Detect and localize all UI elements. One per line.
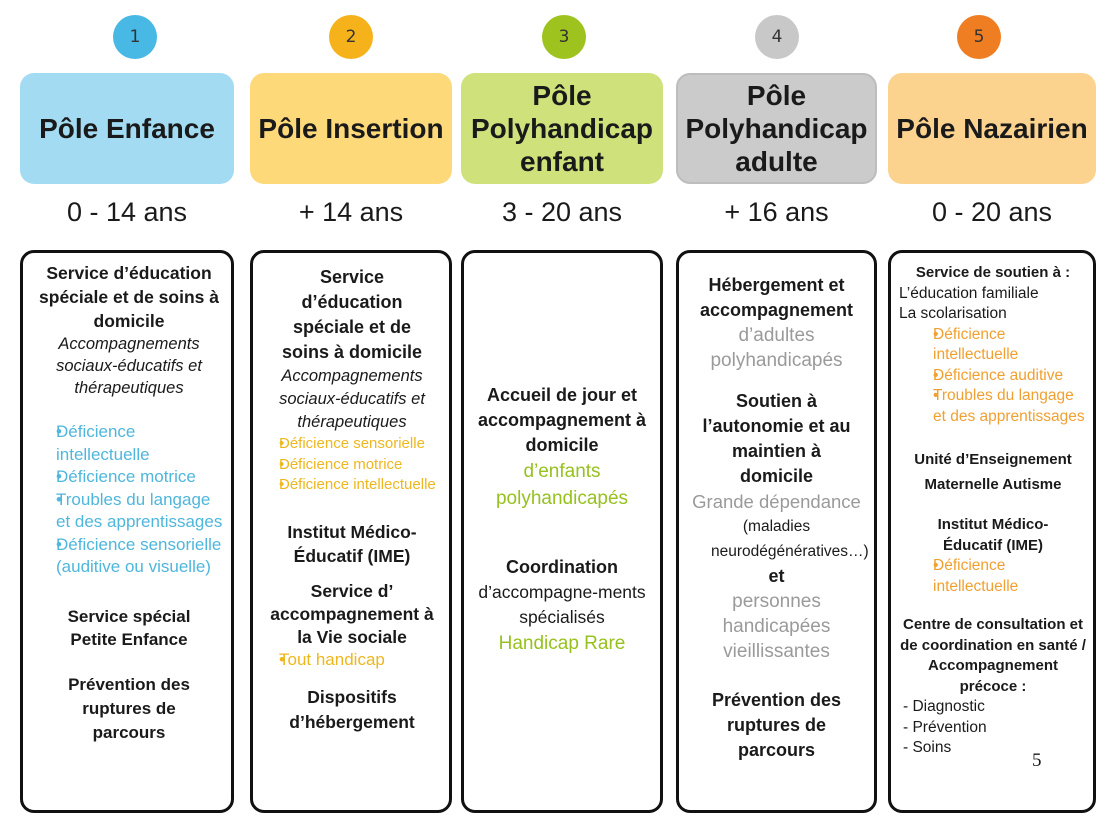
pole-nazairien-header: Pôle Nazairien	[888, 73, 1096, 184]
deficiences-list: Déficience intellectuelle Déficience aud…	[899, 325, 1087, 428]
step-badge-4: 4	[755, 15, 799, 59]
step-badge-2: 2	[329, 15, 373, 59]
pole-nazairien-age: 0 - 20 ans	[931, 197, 1053, 227]
pole-polyhandicap-enfant-age: 3 - 20 ans	[501, 197, 623, 227]
soutien-title: Soutien à l’autonomie et au maintien à d…	[702, 391, 851, 486]
handicap-rare: Handicap Rare	[498, 633, 626, 654]
list-item: Déficience motrice	[33, 466, 225, 489]
personnes-vieillissantes: personnes handicapées vieillissantes	[722, 591, 831, 662]
service-title: Service d’éducation spéciale et de soins…	[281, 267, 423, 362]
list-item: Déficience auditive	[899, 366, 1087, 387]
prevention: Prévention des ruptures de parcours	[68, 674, 190, 742]
pole-enfance-age: 0 - 14 ans	[66, 197, 188, 227]
centre-item: - Prévention	[903, 718, 987, 736]
pole-enfance-column: 1 Pôle Enfance 0 - 14 ans Service d’éduc…	[20, 0, 234, 822]
pole-polyhandicap-adulte-header: Pôle Polyhandicap adulte	[676, 73, 877, 184]
list-item: Tout handicap	[261, 649, 443, 671]
ime-title: Institut Médico-Éducatif (IME)	[287, 521, 417, 566]
list-item: Déficience intellectuelle	[261, 475, 443, 496]
et-connector: et	[768, 566, 785, 586]
centre-item: - Diagnostic	[903, 698, 985, 715]
soutien-item: La scolarisation	[899, 305, 1007, 322]
step-badge-5: 5	[957, 15, 1001, 59]
step-badge-3: 3	[542, 15, 586, 59]
pole-insertion-header: Pôle Insertion	[250, 73, 452, 184]
hebergement-title: Hébergement et accompagnement	[699, 275, 854, 320]
grande-dependance: Grande dépendance	[692, 491, 861, 512]
list-item: Troubles du langage et des apprentissage…	[899, 386, 1087, 427]
list-item: Déficience intellectuelle	[33, 421, 225, 466]
ime-title: Institut Médico-Éducatif (IME)	[937, 516, 1049, 554]
list-item: Déficience intellectuelle	[899, 325, 1087, 366]
list-item: Déficience motrice	[261, 455, 443, 476]
pole-polyhandicap-adulte-column: 4 Pôle Polyhandicap adulte + 16 ans Hébe…	[676, 0, 877, 822]
coordination-subtitle: d’accompagne-ments spécialisés	[478, 582, 646, 627]
deficiences-list: Déficience intellectuelle Déficience mot…	[33, 421, 225, 579]
pole-insertion-age: + 14 ans	[298, 197, 404, 227]
soutien-item: L’éducation familiale	[899, 284, 1039, 302]
unite-title: Unité d’Enseignement Maternelle Autisme	[914, 451, 1072, 493]
centre-item: - Soins	[903, 739, 952, 756]
pole-insertion-column: 2 Pôle Insertion + 14 ans Service d’éduc…	[250, 0, 452, 822]
list-item: Troubles du langage et des apprentissage…	[33, 489, 225, 534]
pole-polyhandicap-enfant-content: Accueil de jour et accompagnement à domi…	[461, 250, 663, 813]
list-item: Déficience sensorielle	[261, 434, 443, 455]
hebergement-public: d’adultes polyhandicapés	[710, 325, 843, 371]
list-item: Déficience sensorielle (auditive ou visu…	[33, 534, 225, 579]
pole-polyhandicap-adulte-content: Hébergement et accompagnement d’adultes …	[676, 250, 877, 813]
pole-nazairien-content: Service de soutien à : L’éducation famil…	[888, 250, 1096, 813]
pole-polyhandicap-enfant-header: Pôle Polyhandicap enfant	[461, 73, 663, 184]
pole-polyhandicap-enfant-column: 3 Pôle Polyhandicap enfant 3 - 20 ans Ac…	[461, 0, 663, 822]
hebergement-title: Dispositifs d’hébergement	[289, 686, 415, 732]
pole-enfance-content: Service d’éducation spéciale et de soins…	[20, 250, 234, 813]
page-number: 5	[1032, 750, 1042, 771]
accueil-public: d’enfants polyhandicapés	[495, 461, 629, 509]
ime-list: Déficience intellectuelle	[899, 556, 1087, 597]
service-subtitle: Accompagnements sociaux-éducatifs et thé…	[56, 335, 202, 397]
pole-enfance-header: Pôle Enfance	[20, 73, 234, 184]
service-subtitle: Accompagnements sociaux-éducatifs et thé…	[279, 367, 425, 431]
accueil-title: Accueil de jour et accompagnement à domi…	[477, 385, 647, 455]
service-special: Service spécial Petite Enfance	[67, 606, 191, 649]
maladies-note: (maladies neurodégénératives…)	[711, 518, 869, 560]
pole-nazairien-column: 5 Pôle Nazairien 0 - 20 ans Service de s…	[888, 0, 1096, 822]
soutien-title: Service de soutien à :	[915, 264, 1071, 281]
deficiences-list: Déficience sensorielle Déficience motric…	[261, 434, 443, 496]
vie-sociale-list: Tout handicap	[261, 649, 443, 671]
service-title: Service d’éducation spéciale et de soins…	[39, 263, 219, 331]
list-item: Déficience intellectuelle	[899, 556, 1087, 597]
pole-polyhandicap-adulte-age: + 16 ans	[724, 197, 829, 227]
prevention: Prévention des ruptures de parcours	[711, 690, 842, 760]
coordination-title: Coordination	[506, 557, 618, 577]
pole-insertion-content: Service d’éducation spéciale et de soins…	[250, 250, 452, 813]
step-badge-1: 1	[113, 15, 157, 59]
centre-title: Centre de consultation et de coordinatio…	[900, 616, 1086, 695]
vie-sociale-title: Service d’ accompagnement à la Vie socia…	[270, 580, 434, 647]
